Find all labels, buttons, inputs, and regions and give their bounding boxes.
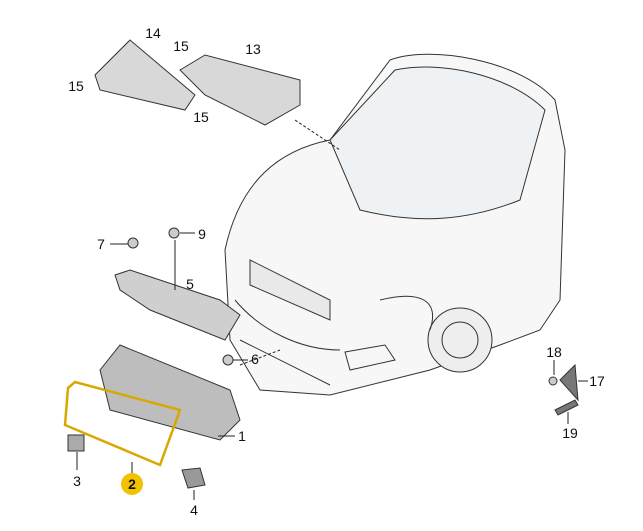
callout-1: 1 [238,428,246,444]
callout-9: 9 [198,226,206,242]
callout-7: 7 [97,236,105,252]
callout-15: 15 [173,38,189,54]
callout-6: 6 [251,351,259,367]
highlighted-callout-2: 2 [121,473,143,495]
trim-frame-part [63,380,182,467]
callout-14: 14 [145,25,161,41]
leader-lines [239,119,341,366]
callout-4: 4 [190,502,198,518]
grille-part [99,344,241,441]
callout-19: 19 [562,425,578,441]
callout-17: 17 [589,373,605,389]
bolt-6 [222,354,234,366]
bolt-7 [127,237,139,249]
callout-13: 13 [245,41,261,57]
part-17 [559,363,579,402]
part-19 [554,399,579,416]
part-3 [67,434,85,452]
callout-18: 18 [546,344,562,360]
callout-3: 3 [73,473,81,489]
air-guide-part [114,269,241,341]
car-outline [224,53,566,396]
callout-15: 15 [68,78,84,94]
cowl-panel-parts [94,39,301,126]
callout-5: 5 [186,276,194,292]
bolt-9 [168,227,180,239]
callout-lines [76,232,588,500]
callout-15: 15 [193,109,209,125]
part-4 [181,467,206,489]
clip-18 [548,376,558,386]
